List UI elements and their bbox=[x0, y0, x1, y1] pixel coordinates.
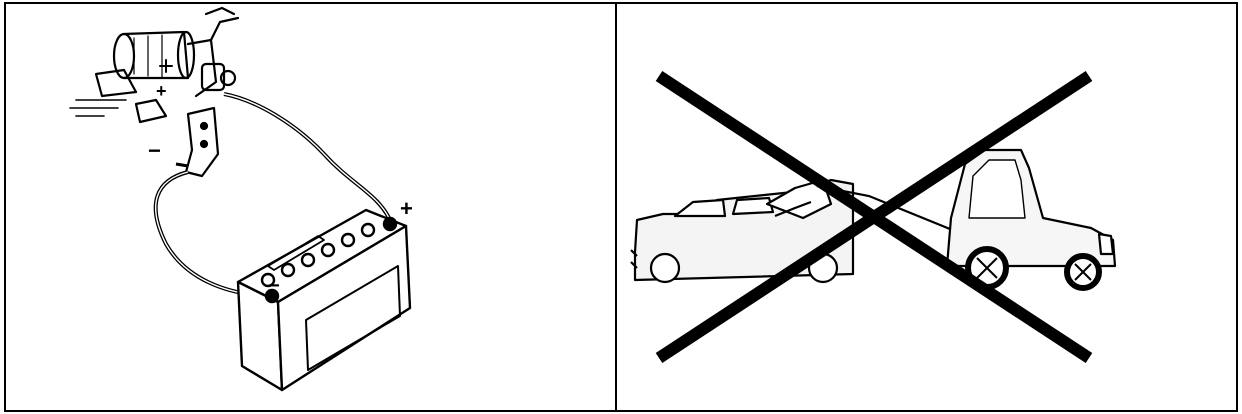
battery bbox=[238, 210, 410, 390]
ground-negative-symbol: − bbox=[148, 138, 161, 163]
towing-prohibited-panel bbox=[615, 2, 1238, 412]
battery-connection-illustration: + − bbox=[6, 4, 615, 410]
battery-positive-symbol: + bbox=[400, 196, 413, 221]
ground-bracket bbox=[176, 108, 218, 176]
battery-negative-symbol: − bbox=[268, 275, 280, 297]
towed-tractor bbox=[947, 150, 1115, 288]
battery-connection-panel: + − bbox=[4, 2, 617, 412]
tow-truck bbox=[631, 180, 853, 282]
positive-cable bbox=[224, 94, 390, 220]
towing-prohibited-illustration bbox=[617, 4, 1236, 410]
starter-positive-symbol: + bbox=[156, 81, 167, 101]
starter-motor bbox=[70, 8, 238, 122]
